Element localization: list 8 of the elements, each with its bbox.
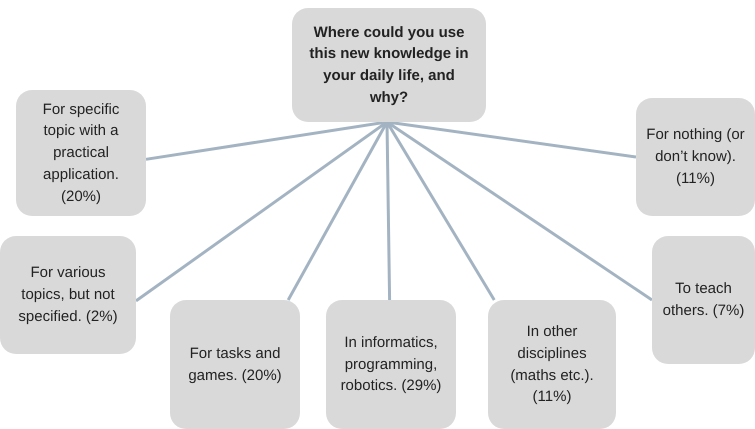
answer-box: To teach others. (7%) [652,236,755,364]
answer-box: For nothing (or don’t know). (11%) [636,98,755,216]
answer-box: For tasks and games. (20%) [170,300,300,429]
answer-box: For specific topic with a practical application. (20%) [16,90,146,216]
answer-box: For various topics, but not specified. (2%) [0,236,136,354]
answer-box: In other disciplines (maths etc.). (11%) [488,300,616,429]
question-box: Where could you use this new knowledge in your daily life, and why? [292,8,486,122]
answer-box: In informatics, programming, robotics. (29%) [326,300,456,429]
